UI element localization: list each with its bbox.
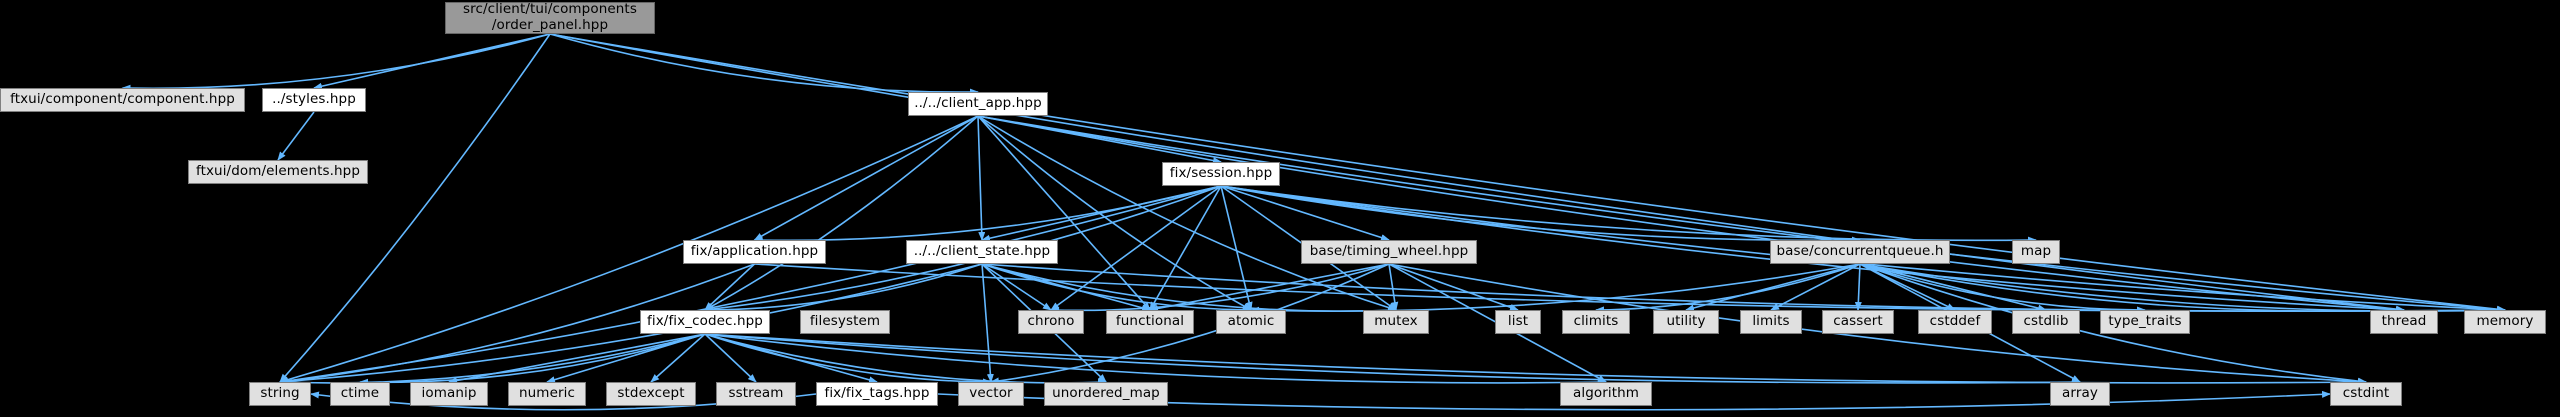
graph-node-atomic[interactable]: atomic [1216,310,1286,334]
edge-client_app-to-mutex [977,115,1397,311]
edge-application-to-fix_codec [704,263,756,311]
graph-node-stdexcept[interactable]: stdexcept [606,382,696,406]
graph-node-concurrentqueue[interactable]: base/concurrentqueue.h [1770,240,1950,264]
edge-fix_codec-to-stdexcept [650,333,706,383]
edge-concurrentqueue-to-climits [1595,263,1861,314]
edge-client_app-to-client_state [977,115,986,241]
edge-fix_codec-to-iomanip [448,333,706,384]
edge-order_panel-to-memory [549,33,2506,313]
graph-node-order_panel[interactable]: src/client/tui/components /order_panel.h… [445,2,655,34]
edge-order_panel-to-thread [549,33,2405,313]
edge-client_app-to-thread [977,115,2405,313]
edge-session-to-functional [1149,185,1222,311]
graph-node-iomanip[interactable]: iomanip [410,382,488,406]
graph-node-cassert[interactable]: cassert [1822,310,1894,334]
graph-node-component[interactable]: ftxui/component/component.hpp [0,88,245,112]
edge-client_state-to-atomic [981,263,1252,314]
edge-fix_codec-to-ctime [359,333,706,386]
graph-node-timing_wheel[interactable]: base/timing_wheel.hpp [1301,240,1477,264]
graph-node-sstream[interactable]: sstream [716,382,796,406]
edge-fix_codec-to-vector [704,333,992,386]
edge-concurrentqueue-to-cstdint [1859,263,2367,385]
edge-client_app-to-atomic [977,115,1252,311]
graph-node-type_traits[interactable]: type_traits [2100,310,2190,334]
edge-session-to-client_state [981,185,1222,242]
edge-fix_codec-to-array [704,333,2081,386]
edge-application-to-string [279,263,755,385]
edge-order_panel-to-string [279,33,551,383]
graph-node-string[interactable]: string [249,382,311,406]
edge-client_state-to-chrono [981,263,1052,311]
edge-timing_wheel-to-chrono [1050,263,1390,314]
edge-order_panel-to-styles [313,33,551,90]
graph-node-fix_codec[interactable]: fix/fix_codec.hpp [640,310,770,334]
edge-session-to-map [1220,185,2037,244]
edge-session-to-chrono [1050,185,1222,311]
graph-node-styles[interactable]: ../styles.hpp [262,88,366,112]
edge-concurrentqueue-to-thread [1859,263,2405,314]
graph-node-cstddef[interactable]: cstddef [1918,310,1992,334]
graph-node-memory[interactable]: memory [2464,310,2546,334]
edge-timing_wheel-to-functional [1149,263,1390,312]
graph-node-vector[interactable]: vector [958,382,1024,406]
graph-node-algorithm[interactable]: algorithm [1560,382,1652,406]
edge-styles-to-elements [277,111,315,161]
graph-node-utility[interactable]: utility [1653,310,1719,334]
edge-fix_codec-to-algorithm [704,333,1607,386]
edge-client_state-to-string [279,263,983,385]
graph-node-unordered_map[interactable]: unordered_map [1044,382,1168,406]
graph-node-fix_tags[interactable]: fix/fix_tags.hpp [816,382,938,406]
edge-fix_codec-to-cstdint [704,333,2367,386]
graph-node-client_app[interactable]: ../../client_app.hpp [908,92,1048,116]
graph-node-limits[interactable]: limits [1740,310,1802,334]
edge-client_app-to-memory [977,115,2506,313]
edge-client_state-to-vector [981,263,994,383]
graph-node-list[interactable]: list [1495,310,1541,334]
edge-order_panel-to-client_app [549,33,979,96]
graph-node-application[interactable]: fix/application.hpp [683,240,826,264]
edge-order_panel-to-component [121,33,551,92]
graph-node-cstdlib[interactable]: cstdlib [2012,310,2080,334]
graph-node-climits[interactable]: climits [1562,310,1630,334]
graph-node-functional[interactable]: functional [1106,310,1194,334]
edge-session-to-timing_wheel [1220,185,1390,241]
edge-fix_codec-to-sstream [704,333,757,383]
edge-client_app-to-fix_codec [704,115,979,311]
graph-node-filesystem[interactable]: filesystem [800,310,890,334]
edge-timing_wheel-to-vector [990,263,1390,385]
graph-node-cstdint[interactable]: cstdint [2330,382,2402,406]
edge-client_state-to-fix_codec [704,263,983,314]
edge-client_app-to-string [279,115,979,384]
edge-concurrentqueue-to-limits [1770,263,1861,311]
graph-node-numeric[interactable]: numeric [508,382,586,406]
edge-fix_codec-to-string [279,333,706,386]
graph-node-array[interactable]: array [2050,382,2110,406]
edge-concurrentqueue-to-utility [1685,263,1861,312]
graph-node-session[interactable]: fix/session.hpp [1162,162,1280,186]
edge-timing_wheel-to-cstdint [1388,263,2367,386]
graph-node-elements[interactable]: ftxui/dom/elements.hpp [188,160,368,184]
graph-node-map[interactable]: map [2012,240,2060,264]
edge-session-to-application [753,185,1222,244]
edge-concurrentqueue-to-atomic [1250,263,1861,314]
edge-fix_codec-to-numeric [546,333,706,384]
graph-node-mutex[interactable]: mutex [1363,310,1429,334]
graph-node-ctime[interactable]: ctime [330,382,390,406]
edge-timing_wheel-to-list [1388,263,1519,311]
edge-timing_wheel-to-mutex [1388,263,1399,311]
graph-node-chrono[interactable]: chrono [1018,310,1084,334]
edge-client_app-to-functional [977,115,1151,311]
edge-client_app-to-application [753,115,979,241]
edge-concurrentqueue-to-cassert [1854,263,1862,311]
graph-node-client_state[interactable]: ../../client_state.hpp [906,240,1058,264]
graph-node-thread[interactable]: thread [2370,310,2438,334]
edge-concurrentqueue-to-cstdlib [1859,263,2047,312]
